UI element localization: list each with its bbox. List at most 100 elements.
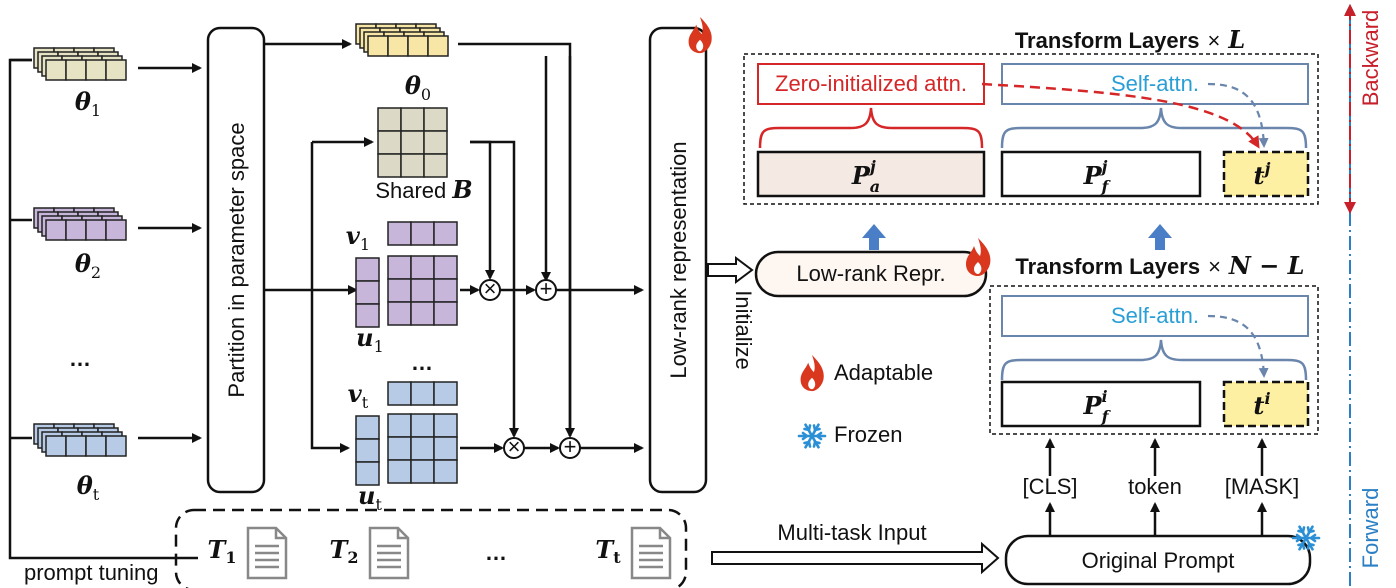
up-arrow-left	[862, 224, 886, 250]
matrix-cell	[387, 381, 412, 406]
matrix-cell	[105, 219, 127, 241]
matrix-cell	[410, 255, 435, 280]
matrix-cell	[85, 59, 107, 81]
matrix-cell	[433, 381, 458, 406]
matrix-cell	[387, 35, 409, 57]
flame-icon	[688, 17, 712, 54]
matrix-cell	[433, 413, 458, 438]
up-arrow-right	[1148, 224, 1172, 250]
partition-label: Partition in parameter space	[224, 122, 249, 397]
upper-brace-right	[1000, 107, 1308, 149]
lower-pf-box	[1000, 380, 1202, 428]
matrix-cell	[105, 435, 127, 457]
lower-t-label: ti	[1253, 389, 1270, 420]
matrix-cell	[410, 413, 435, 438]
u1-label: u1	[356, 323, 384, 356]
vt-vector	[387, 381, 458, 406]
lower-self-attn-box	[1001, 295, 1309, 337]
matrix-cell	[387, 278, 412, 303]
ut-vector	[355, 415, 380, 486]
upper-block-title: Transform Layers×L	[1015, 25, 1245, 54]
legend-frozen: Frozen	[834, 422, 902, 447]
matrix-cell	[355, 257, 380, 282]
doc1-label: T1	[208, 535, 237, 567]
matrix-cell	[387, 413, 412, 438]
matrix-cell	[367, 35, 389, 57]
matrix-cell	[85, 435, 107, 457]
original-prompt-label: Original Prompt	[1082, 548, 1235, 573]
matrix-cell	[427, 35, 449, 57]
matrix-cell	[105, 59, 127, 81]
lower-t-box	[1222, 380, 1310, 428]
matrix-cell	[355, 303, 380, 328]
v1-vector	[387, 221, 458, 246]
upper-self-attn-label: Self-attn.	[1111, 71, 1199, 96]
multi-task-label: Multi-task Input	[777, 520, 926, 545]
vt-label: vt	[348, 379, 369, 412]
matrix-cell	[377, 130, 402, 155]
matrix-cell	[387, 436, 412, 461]
matrix-cell	[45, 219, 67, 241]
matrix-cell	[433, 436, 458, 461]
document-icon	[368, 526, 410, 580]
doc2-label: T2	[330, 535, 359, 567]
shared-b-label: Shared B	[375, 175, 472, 204]
upper-t-label: tj	[1254, 159, 1271, 190]
matrix-cell	[387, 255, 412, 280]
matrix-cell	[423, 107, 448, 132]
forward-label: Forward	[1358, 488, 1383, 569]
matrix-cell	[45, 435, 67, 457]
original-prompt-box	[1004, 534, 1312, 586]
docs-ellipsis: …	[485, 540, 507, 565]
theta2-stack: θ2	[33, 207, 127, 282]
v1-label: v1	[346, 221, 370, 254]
matrix-cell	[65, 435, 87, 457]
shared-b-matrix	[377, 107, 448, 178]
matrix-cell	[400, 107, 425, 132]
matrix-cell	[400, 130, 425, 155]
pa-box	[756, 150, 986, 198]
theta0-label: θ0	[405, 71, 431, 104]
upper-brace-left	[758, 107, 984, 149]
lowrank-repr-label: Low-rank Repr.	[796, 261, 945, 286]
input-mask: [MASK]	[1225, 474, 1300, 499]
svg-text:+: +	[540, 276, 553, 301]
matrix-cell	[387, 221, 412, 246]
zero-attn-label: Zero-initialized attn.	[775, 71, 967, 96]
matrix-cell	[407, 35, 429, 57]
lower-block	[989, 285, 1319, 435]
lower-self-attn-label: Self-attn.	[1111, 303, 1199, 328]
doct-label: Tt	[595, 535, 621, 567]
svg-text:×: ×	[484, 276, 497, 301]
matrix-cell	[377, 153, 402, 178]
theta1-stack: θ1	[33, 47, 127, 120]
mid-ellipsis: …	[411, 350, 433, 375]
prompt-tuning-label: prompt tuning	[24, 560, 159, 585]
input-cls: [CLS]	[1022, 474, 1077, 499]
uv1-matrix	[387, 255, 458, 326]
matrix-cell	[410, 459, 435, 484]
svg-text:×: ×	[508, 434, 521, 459]
task-ellipsis: …	[69, 346, 91, 371]
theta0-stack: θ0	[355, 23, 449, 104]
zero-attn-arc	[981, 82, 1260, 149]
matrix-cell	[85, 219, 107, 241]
matrix-cell	[400, 153, 425, 178]
svg-text:+: +	[564, 434, 577, 459]
matrix-cell	[387, 459, 412, 484]
matrix-cell	[65, 219, 87, 241]
lowrank-repr-pill	[754, 250, 988, 298]
upper-self-attn-box	[1001, 63, 1309, 105]
matrix-cell	[410, 301, 435, 326]
flame-icon	[800, 355, 824, 392]
matrix-cell	[377, 107, 402, 132]
matrix-cell	[423, 130, 448, 155]
matrix-cell	[433, 221, 458, 246]
multi-task-arrow	[711, 541, 1000, 575]
matrix-cell	[433, 301, 458, 326]
lower-block-title: Transform Layers×N − L	[1015, 251, 1304, 280]
